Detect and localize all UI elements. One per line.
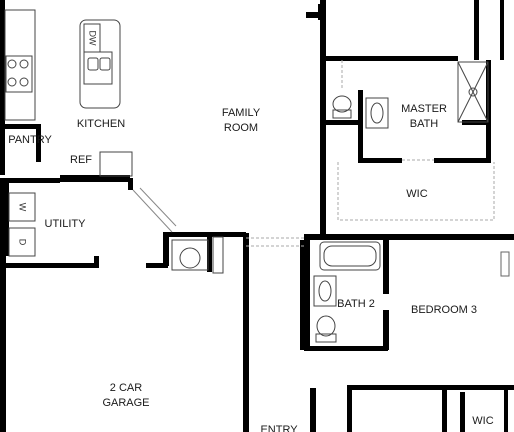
label-master-bath-line1: MASTER <box>401 103 447 115</box>
label-garage-line2: GARAGE <box>102 397 149 409</box>
label-pantry: PANTRY <box>8 134 52 146</box>
label-kitchen: KITCHEN <box>77 118 125 130</box>
label-utility: UTILITY <box>45 218 87 230</box>
kitchen-fixtures <box>4 9 133 177</box>
label-bath2: BATH 2 <box>337 298 375 310</box>
bath2-fixtures <box>313 241 510 343</box>
label-garage-line1: 2 CAR <box>110 382 142 394</box>
entry-fixtures <box>171 236 304 274</box>
appliance-labels: DW W D <box>18 31 98 246</box>
label-family-room-line1: FAMILY <box>222 107 261 119</box>
utility-fixtures <box>8 187 177 257</box>
label-dryer: D <box>18 239 28 246</box>
label-entry: ENTRY <box>260 424 298 432</box>
master-bath-fixtures <box>332 60 495 221</box>
label-wic-bedroom: WIC <box>472 415 493 427</box>
label-washer: W <box>18 203 28 212</box>
label-bedroom3: BEDROOM 3 <box>411 304 477 316</box>
label-wic-master: WIC <box>406 188 427 200</box>
label-master-bath-line2: BATH <box>410 118 439 130</box>
room-labels: KITCHEN PANTRY REF FAMILY ROOM MASTER BA… <box>8 103 494 432</box>
label-dishwasher: DW <box>88 31 98 46</box>
label-ref: REF <box>70 154 92 166</box>
label-family-room-line2: ROOM <box>224 122 258 134</box>
